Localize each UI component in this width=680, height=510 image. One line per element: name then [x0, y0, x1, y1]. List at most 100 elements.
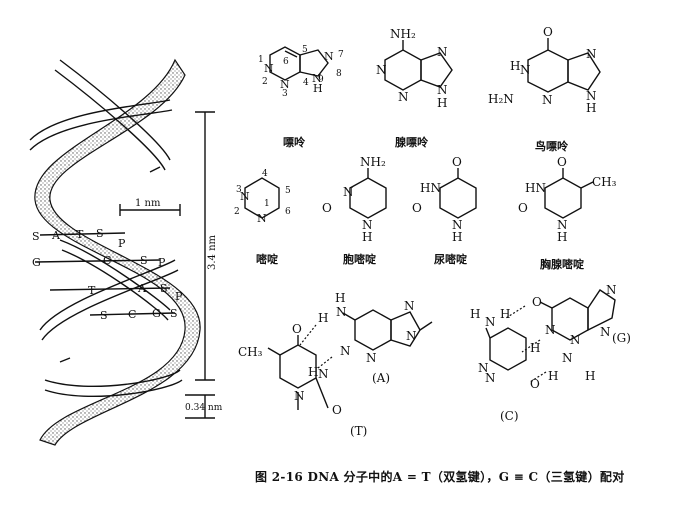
bp1-t: T	[76, 228, 84, 241]
svg-text:N: N	[485, 315, 496, 329]
bp2-c: C	[103, 254, 111, 267]
svg-text:H: H	[586, 101, 596, 115]
svg-text:N: N	[600, 325, 611, 339]
svg-text:6: 6	[285, 207, 291, 217]
svg-text:N: N	[264, 62, 274, 75]
svg-text:O: O	[412, 201, 422, 215]
bp3-s: S	[160, 282, 168, 295]
double-helix: S A T S P G C S P T A S P S C G S	[29, 58, 223, 446]
svg-text:H: H	[500, 307, 510, 321]
svg-text:N: N	[586, 89, 597, 103]
rise-label: 0.34 nm	[185, 403, 223, 413]
purine-structure: 1 2 3 4 5 6 7 8 9 N N N N H	[258, 45, 344, 99]
svg-text:N: N	[312, 72, 322, 85]
svg-text:N: N	[485, 371, 496, 385]
svg-text:H: H	[437, 96, 447, 110]
svg-text:N: N	[240, 190, 250, 203]
svg-text:N: N	[437, 45, 448, 59]
svg-text:N: N	[570, 333, 581, 347]
bp3-a: A	[137, 282, 147, 295]
svg-text:H: H	[585, 369, 595, 383]
bp1-s1: S	[32, 230, 40, 243]
bp1-p: P	[118, 237, 126, 250]
svg-text:3: 3	[282, 89, 288, 99]
bp2-g: G	[32, 256, 41, 269]
svg-text:CH₃: CH₃	[592, 175, 617, 189]
at-pair: H N H N N N N O H N N O CH₃ (A) (T)	[238, 291, 433, 438]
svg-text:5: 5	[285, 186, 291, 196]
svg-text:N: N	[280, 78, 290, 91]
bp4-c: C	[128, 308, 136, 321]
bp4-g: G	[152, 307, 161, 320]
bp2-s: S	[140, 254, 148, 267]
svg-text:H: H	[362, 230, 372, 244]
pyrimidine-structure: 4 5 6 1 2 3 N N	[234, 169, 291, 225]
svg-text:N: N	[343, 185, 354, 199]
svg-text:H: H	[335, 291, 345, 305]
svg-text:NH₂: NH₂	[390, 27, 416, 41]
uracil-structure: O O HN N H	[412, 155, 477, 244]
bp1-a: A	[51, 229, 61, 242]
adenine-label: 腺嘌呤	[395, 135, 429, 149]
svg-text:N: N	[324, 50, 334, 63]
svg-text:4: 4	[262, 169, 268, 179]
svg-text:O: O	[543, 25, 553, 39]
svg-text:O: O	[530, 377, 540, 391]
label-g: (G)	[612, 331, 631, 345]
svg-text:N: N	[366, 351, 377, 365]
svg-text:N: N	[398, 90, 409, 104]
svg-text:O: O	[292, 322, 302, 336]
svg-text:4: 4	[303, 78, 309, 88]
svg-text:H: H	[452, 230, 462, 244]
svg-text:N: N	[586, 47, 597, 61]
svg-text:2: 2	[262, 77, 268, 87]
svg-text:N: N	[478, 361, 489, 375]
svg-text:O: O	[322, 201, 332, 215]
cytosine-structure: NH₂ O N N H	[322, 155, 387, 244]
figure-caption: 图 2-16 DNA 分子中的A = T（双氢键），G ≡ C（三氢键）配对	[255, 470, 625, 484]
adenine-structure: NH₂ N N N N H	[376, 27, 453, 110]
svg-text:N: N	[257, 212, 267, 225]
svg-text:N: N	[520, 63, 531, 77]
svg-text:N: N	[404, 299, 415, 313]
svg-text:H: H	[470, 307, 480, 321]
svg-text:N: N	[545, 323, 556, 337]
bp1-s2: S	[96, 227, 104, 240]
svg-text:O: O	[452, 155, 462, 169]
svg-text:H: H	[510, 59, 520, 73]
svg-text:N: N	[557, 218, 568, 232]
svg-text:N: N	[318, 367, 329, 381]
svg-text:9: 9	[318, 75, 324, 85]
svg-text:N: N	[362, 218, 373, 232]
svg-text:N: N	[606, 283, 617, 297]
svg-text:O: O	[557, 155, 567, 169]
svg-text:N: N	[376, 63, 387, 77]
svg-text:HN: HN	[525, 181, 546, 195]
thymine-structure: O CH₃ O HN N H	[518, 155, 617, 244]
bp2-p: P	[158, 256, 166, 269]
guanine-structure: O H₂N H N N N N H	[488, 25, 601, 115]
svg-text:N: N	[452, 218, 463, 232]
label-t: (T)	[350, 424, 367, 438]
label-c: (C)	[500, 409, 519, 423]
svg-text:H: H	[313, 82, 323, 95]
svg-text:8: 8	[336, 69, 342, 79]
svg-text:H: H	[530, 341, 540, 355]
svg-text:H: H	[308, 365, 318, 379]
svg-text:N: N	[437, 83, 448, 97]
gc-pair: O N N N H H N N (G) H N H H N O N (C)	[470, 283, 631, 423]
svg-text:3: 3	[236, 185, 242, 195]
svg-text:5: 5	[302, 45, 308, 55]
svg-text:N: N	[406, 329, 417, 343]
bp3-t: T	[88, 284, 96, 297]
width-label: 1 nm	[135, 198, 161, 209]
svg-text:7: 7	[338, 50, 344, 60]
svg-text:N: N	[294, 389, 305, 403]
svg-text:6: 6	[283, 57, 289, 67]
svg-text:1: 1	[264, 199, 270, 209]
svg-text:HN: HN	[420, 181, 441, 195]
svg-text:1: 1	[258, 55, 264, 65]
bp3-p: P	[175, 290, 183, 303]
svg-text:N: N	[340, 344, 351, 358]
svg-text:H: H	[557, 230, 567, 244]
